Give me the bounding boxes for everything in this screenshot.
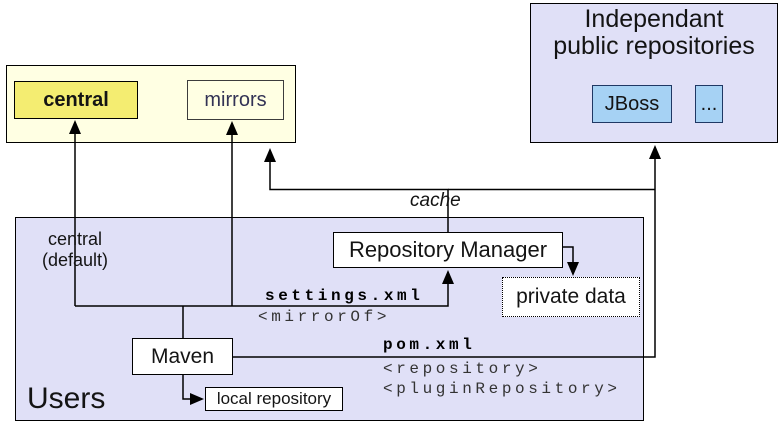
private-data-box: private data <box>502 277 640 317</box>
mirrors-box: mirrors <box>187 80 284 120</box>
public-repos-title-line1: Independant <box>584 5 724 33</box>
private-data-label: private data <box>516 285 626 308</box>
central-repo-label: central <box>43 88 109 111</box>
repository-tag-label: <repository> <box>383 360 542 378</box>
maven-label: Maven <box>150 344 215 368</box>
more-repos-label: ... <box>700 92 718 115</box>
maven-box: Maven <box>132 338 233 375</box>
mirrors-label: mirrors <box>204 88 267 111</box>
cache-label: cache <box>410 190 461 211</box>
local-repository-box: local repository <box>205 387 343 411</box>
repository-manager-label: Repository Manager <box>348 237 548 262</box>
jboss-label: JBoss <box>604 92 660 115</box>
plugin-repository-tag-label: <pluginRepository> <box>383 380 621 398</box>
central-repo-box: central <box>14 81 138 119</box>
public-repos-title-line2: public repositories <box>553 32 755 60</box>
central-default-label: central(default) <box>25 229 125 271</box>
more-repos-box: ... <box>695 85 723 123</box>
central-default-line1: central <box>47 229 103 249</box>
jboss-repo-box: JBoss <box>592 85 672 123</box>
local-repository-label: local repository <box>216 389 332 408</box>
repository-manager-box: Repository Manager <box>333 232 563 268</box>
users-label: Users <box>27 382 106 415</box>
pom-xml-label: pom.xml <box>383 336 476 354</box>
central-default-line2: (default) <box>41 250 109 270</box>
settings-xml-label: settings.xml <box>265 287 424 305</box>
mirrorof-tag-label: <mirrorOf> <box>258 308 391 326</box>
